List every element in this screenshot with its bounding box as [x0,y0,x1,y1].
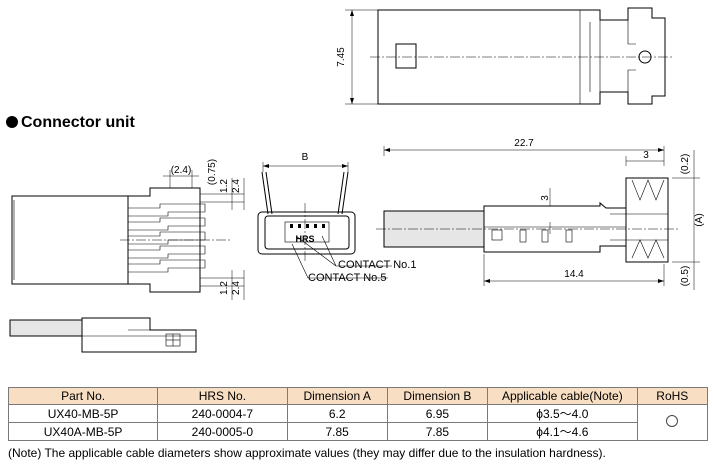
table-header-row: Part No. HRS No. Dimension A Dimension B… [7,387,709,405]
header-dimension-a: Dimension A [286,387,388,405]
cell-applicable-cable: ϕ4.1～4.6 [487,422,638,441]
dimension-7-45: 7.45 [336,47,347,67]
profile-view-drawing: 22.7 3 3 (0.2) (A) (0.5) [376,138,705,290]
cell-rohs [636,404,709,441]
rohs-circle-icon [666,415,679,427]
bullet-icon [6,116,18,128]
section-title-text: Connector unit [21,114,135,131]
cell-dimension-a: 7.85 [286,422,388,441]
footnote: (Note) The applicable cable diameters sh… [8,446,606,460]
dimension-3: 3 [643,150,649,161]
cell-hrs-no: 240-0004-7 [157,404,288,423]
section-title: Connector unit [6,114,135,132]
technical-drawing: 7.45 (2.4) (0.75) 1.2 2.4 [9,7,705,353]
dimension-0-75: (0.75) [207,159,218,185]
contact-no-1-label: CONTACT No.1 [338,259,416,271]
cell-hrs-no: 240-0005-0 [157,422,288,441]
cell-dimension-a: 6.2 [286,404,388,423]
specification-table: Part No. HRS No. Dimension A Dimension B… [7,387,709,441]
dimension-0-5: (0.5) [680,266,691,287]
contact-no-5-label: CONTACT No.5 [308,272,386,284]
table-row: UX40A-MB-5P 240-0005-0 7.85 7.85 ϕ4.1～4.… [7,422,708,441]
cell-applicable-cable: ϕ3.5～4.0 [487,404,638,423]
header-part-no: Part No. [7,387,159,405]
dimension-small-3: 3 [540,195,551,201]
header-applicable-cable: Applicable cable(Note) [487,387,638,405]
side-view-drawing: (2.4) (0.75) 1.2 2.4 1.2 2.4 [11,159,245,300]
dimension-22-7: 22.7 [514,138,534,149]
table-row: UX40-MB-5P 240-0004-7 6.2 6.95 ϕ3.5～4.0 [7,404,709,441]
cell-part-no: UX40-MB-5P [7,404,159,423]
cell-dimension-b: 7.85 [386,422,489,441]
dimension-1-2-top: 1.2 [219,179,230,193]
dimension-2-4-top: 2.4 [231,179,242,193]
top-view-drawing: 7.45 [336,7,672,105]
header-rohs: RoHS [636,387,709,405]
dimension-0-2: (0.2) [680,154,691,175]
dimension-a: (A) [694,213,705,226]
dimension-2-4-paren: (2.4) [171,165,192,176]
dimension-b: B [302,152,309,163]
dimension-2-4-bottom: 2.4 [231,281,242,295]
cell-part-no: UX40A-MB-5P [7,422,159,441]
bottom-view-drawing [9,317,197,353]
hrs-marking: HRS [295,234,314,244]
header-hrs-no: HRS No. [157,387,288,405]
dimension-1-2-bottom: 1.2 [219,281,230,295]
front-view-drawing: B HRS CONTACT No.1 CONTACT No.5 [257,152,416,284]
header-dimension-b: Dimension B [386,387,489,405]
dimension-14-4: 14.4 [564,269,584,280]
cell-dimension-b: 6.95 [386,404,489,423]
